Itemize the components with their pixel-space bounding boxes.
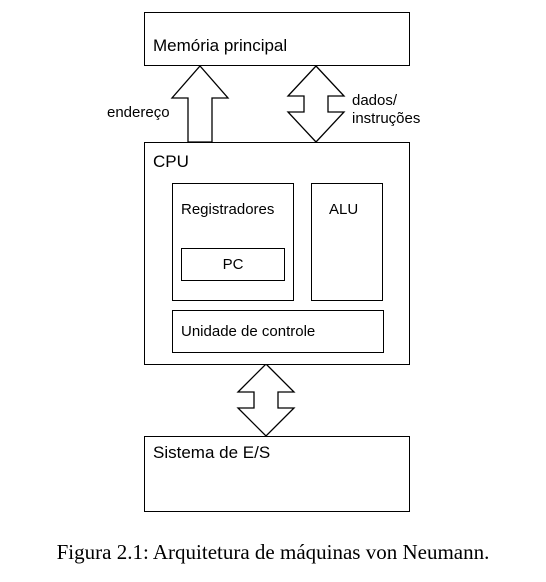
pc-label: PC [222,256,244,273]
io-system-box: Sistema de E/S [144,436,410,512]
cpu-box: CPU Registradores PC ALU Unidade de cont… [144,142,410,365]
alu-label: ALU [329,201,359,218]
figure-caption: Figura 2.1: Arquitetura de máquinas von … [56,540,490,564]
io-arrow [236,363,296,437]
control-unit-label: Unidade de controle [181,323,316,340]
data-instructions-arrow [286,65,346,143]
address-arrow [170,65,230,143]
alu-box: ALU [311,183,383,301]
cpu-label: CPU [153,152,189,171]
control-unit-box: Unidade de controle [172,310,384,353]
address-label: endereço [107,104,170,121]
registers-box: Registradores PC [172,183,294,301]
data-instructions-label-line1: dados/ [352,92,398,109]
pc-box: PC [181,248,285,281]
io-system-label: Sistema de E/S [153,443,271,462]
data-instructions-label-line2: instruções [352,110,421,127]
main-memory-label: Memória principal [153,36,288,55]
registers-label: Registradores [181,201,275,218]
main-memory-box: Memória principal [144,12,410,66]
